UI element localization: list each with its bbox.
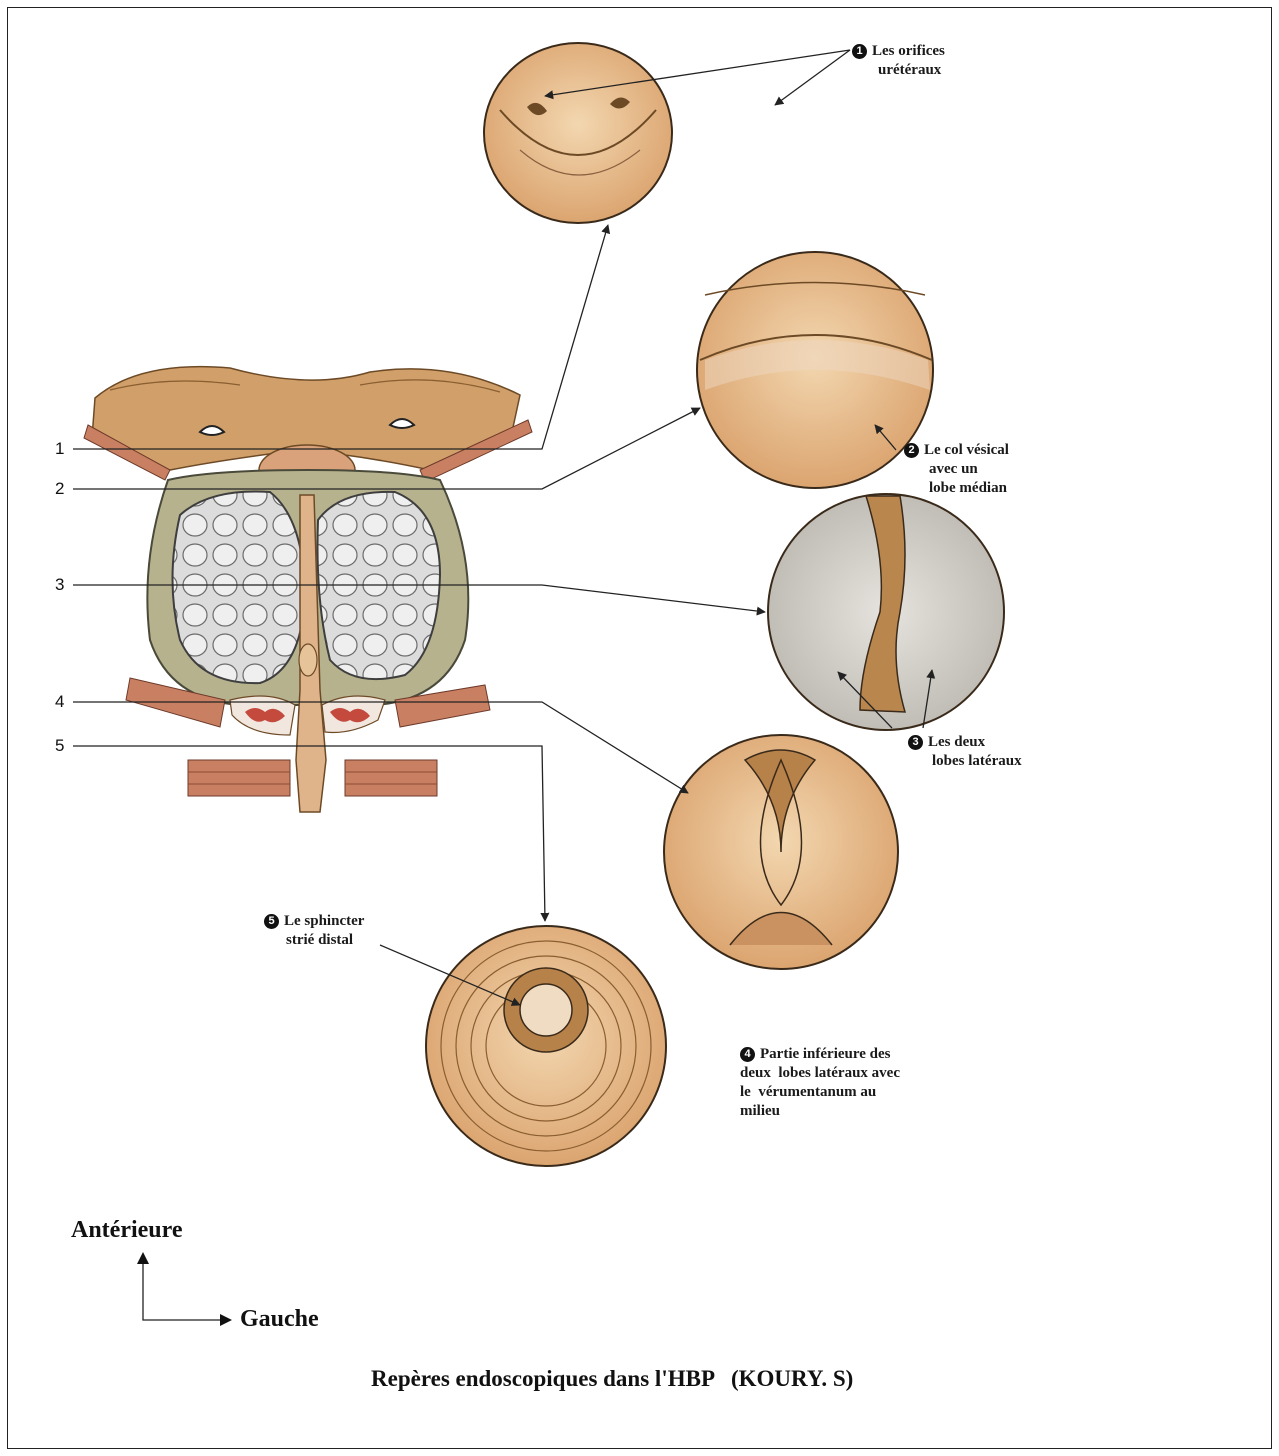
view-2-bladder-neck xyxy=(697,252,933,488)
pointer-1b xyxy=(775,50,850,105)
figure-caption: Repères endoscopiques dans l'HBP (KOURY.… xyxy=(371,1366,853,1392)
badge-4: 4 xyxy=(740,1047,755,1062)
view-5-distal-sphincter xyxy=(426,926,666,1166)
arrow-right-icon xyxy=(220,1314,232,1326)
line-number-5: 5 xyxy=(55,736,64,756)
badge-5: 5 xyxy=(264,914,279,929)
line-number-1: 1 xyxy=(55,439,64,459)
prostate-section xyxy=(84,367,532,812)
badge-2: 2 xyxy=(904,443,919,458)
badge-1: 1 xyxy=(852,44,867,59)
orientation-axes xyxy=(143,1258,225,1320)
arrow-up-icon xyxy=(137,1252,149,1264)
orientation-anterior: Antérieure xyxy=(71,1217,183,1244)
left-lateral-lobe xyxy=(173,491,306,683)
line-number-4: 4 xyxy=(55,692,64,712)
view-1-ureteric-orifices xyxy=(484,43,672,223)
view-3-lateral-lobes xyxy=(768,494,1004,730)
line-number-3: 3 xyxy=(55,575,64,595)
line-number-2: 2 xyxy=(55,479,64,499)
badge-3: 3 xyxy=(908,735,923,750)
orientation-left: Gauche xyxy=(240,1306,319,1333)
view-4-lower-lobes xyxy=(664,735,898,969)
